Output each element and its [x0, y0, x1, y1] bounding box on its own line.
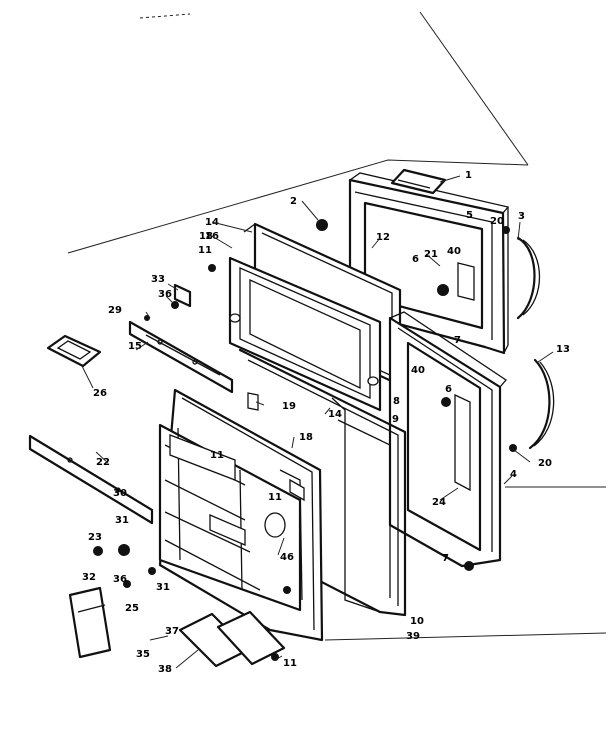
freezer-door-liner [228, 222, 402, 412]
dairy-door [68, 586, 112, 659]
callout-label: 10 [410, 616, 424, 627]
butter-cover [46, 334, 102, 368]
cabinet-outline [67, 11, 607, 641]
callout-label: 4 [510, 469, 517, 480]
callout-label: 31 [156, 582, 170, 593]
callout-label: 30 [113, 488, 127, 499]
callout-label: 21 [424, 249, 438, 260]
callout-label: 46 [280, 552, 294, 563]
callout-label: 11 [268, 492, 282, 503]
callout-label: 15 [128, 341, 142, 352]
callout-labels: 1 2 3 4 5 6 6 7 7 8 9 10 11 11 11 11 12 … [82, 170, 570, 675]
leader-lines [81, 175, 554, 669]
callout-label: 2 [290, 196, 297, 207]
callout-label: 1 [465, 170, 472, 181]
callout-label: 3 [518, 211, 525, 222]
callout-label: 23 [88, 532, 102, 543]
callout-label: 35 [136, 649, 150, 660]
callout-label: 13 [556, 344, 570, 355]
callout-label: 6 [445, 384, 452, 395]
callout-label: 9 [392, 414, 399, 425]
callout-label: 32 [82, 572, 96, 583]
fresh-food-gasket [238, 348, 407, 617]
crisper-cover [178, 610, 286, 668]
callout-label: 7 [454, 335, 461, 346]
callout-label: 8 [393, 396, 400, 407]
callout-label: 39 [406, 631, 420, 642]
hinge-bracket [171, 283, 192, 309]
fresh-food-door-liner [158, 388, 324, 642]
callout-label: 22 [96, 457, 110, 468]
fresh-food-door-outer [388, 311, 507, 568]
callout-label: 20 [538, 458, 552, 469]
callout-label: 36 [158, 289, 172, 300]
callout-label: 29 [108, 305, 122, 316]
door-hinges [516, 236, 555, 450]
callout-label: 11 [283, 658, 297, 669]
callout-label: 25 [125, 603, 139, 614]
shelf-bar-upper [128, 320, 234, 394]
freezer-door-outer [348, 168, 510, 355]
callout-label: 20 [490, 216, 504, 227]
callout-label: 11 [210, 450, 224, 461]
callout-label: 19 [282, 401, 296, 412]
callout-label: 40 [447, 246, 461, 257]
callout-label: 11 [198, 245, 212, 256]
callout-label: 14 [328, 409, 342, 420]
shelf-bar-lower [28, 434, 154, 525]
callout-label: 12 [376, 232, 390, 243]
callout-label: 5 [466, 210, 473, 221]
callout-label: 7 [442, 553, 449, 564]
callout-label: 38 [158, 664, 172, 675]
callout-label: 40 [411, 365, 425, 376]
callout-label: 18 [199, 231, 213, 242]
callout-label: 36 [113, 574, 127, 585]
callout-label: 18 [299, 432, 313, 443]
callout-label: 24 [432, 497, 446, 508]
callout-label: 26 [93, 388, 107, 399]
callout-label: 6 [412, 254, 419, 265]
callout-label: 31 [115, 515, 129, 526]
callout-label: 33 [151, 274, 165, 285]
callout-label: 37 [165, 626, 179, 637]
